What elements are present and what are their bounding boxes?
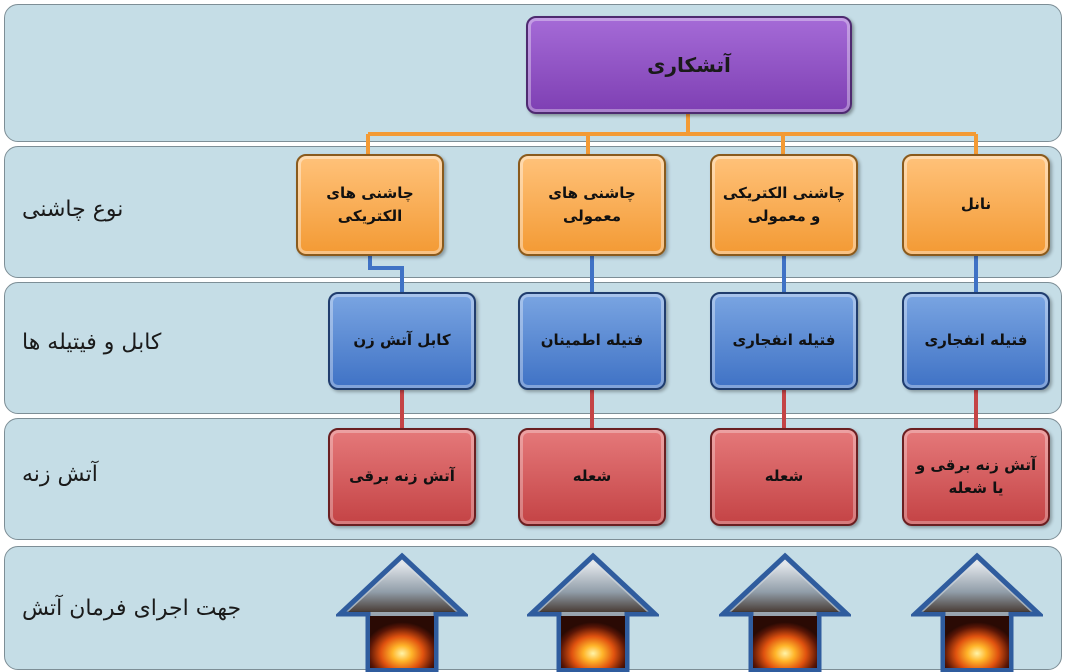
band-direction bbox=[4, 546, 1062, 670]
node-ignition-2: شعله bbox=[518, 428, 666, 526]
fire-up-arrow-icon bbox=[911, 552, 1043, 672]
node-cable-4: فتیله انفجاری bbox=[902, 292, 1050, 390]
node-root: آتشکاری bbox=[526, 16, 852, 114]
node-igniter-4: نانل bbox=[902, 154, 1050, 256]
row-label-igniter-type: نوع چاشنی bbox=[22, 197, 124, 222]
node-igniter-2: چاشنی های معمولی bbox=[518, 154, 666, 256]
connector-blue-1 bbox=[368, 256, 404, 292]
node-cable-1: کابل آتش زن bbox=[328, 292, 476, 390]
fire-up-arrow-icon bbox=[719, 552, 851, 672]
node-ignition-1: آتش زنه برقی bbox=[328, 428, 476, 526]
node-cable-3: فتیله انفجاری bbox=[710, 292, 858, 390]
row-label-cables: کابل و فیتیله ها bbox=[22, 330, 162, 355]
row-label-direction: جهت اجرای فرمان آتش bbox=[22, 596, 242, 621]
node-ignition-4: آتش زنه برقی و یا شعله bbox=[902, 428, 1050, 526]
node-igniter-1: چاشنی های الکتریکی bbox=[296, 154, 444, 256]
fire-up-arrow-icon bbox=[527, 552, 659, 672]
fire-up-arrow-icon bbox=[336, 552, 468, 672]
node-igniter-3: چاشنی الکتریکی و معمولی bbox=[710, 154, 858, 256]
node-ignition-3: شعله bbox=[710, 428, 858, 526]
row-label-ignition: آتش زنه bbox=[22, 462, 98, 487]
node-cable-2: فتیله اطمینان bbox=[518, 292, 666, 390]
